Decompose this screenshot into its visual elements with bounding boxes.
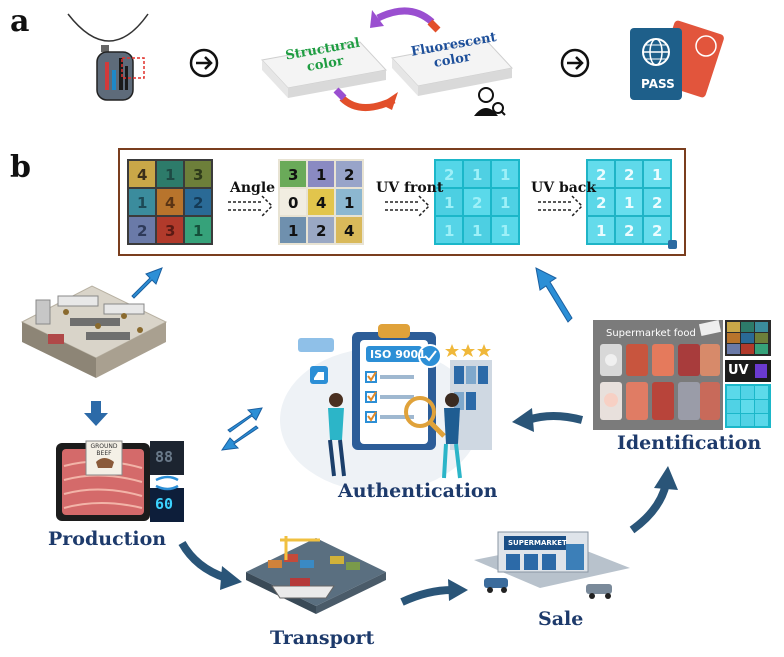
arrow-sale-to-identification xyxy=(629,466,678,534)
grid1-cell-3: 3 xyxy=(193,166,204,184)
angle-label: Angle xyxy=(230,180,276,196)
grid1-cell-7: 2 xyxy=(137,222,148,240)
sale-label: Sale xyxy=(538,608,584,630)
grid-structural-angle1 xyxy=(278,159,364,245)
grid4-cell-7: 1 xyxy=(596,222,607,240)
grid4-cell-4: 2 xyxy=(596,194,607,212)
arrow-transport-to-sale xyxy=(400,579,468,606)
grid2-cell-4: 0 xyxy=(288,194,299,212)
grid-uv-front xyxy=(434,159,520,245)
grid1-cell-4: 1 xyxy=(137,194,148,212)
grid1-cell-2: 1 xyxy=(165,166,176,184)
grid1-cell-5: 4 xyxy=(165,194,176,212)
grid2-cell-8: 2 xyxy=(316,222,327,240)
grid2-cell-5: 4 xyxy=(316,194,327,212)
display-top-digits: 88 xyxy=(155,448,174,466)
transport-label: Transport xyxy=(270,627,375,649)
arrow-identification-to-auth xyxy=(512,408,584,432)
production-label: Production xyxy=(48,528,167,550)
meat-tag-text: GROUND BEEF xyxy=(90,443,118,457)
tag-necklace-icon xyxy=(67,13,149,101)
grid4-cell-5: 1 xyxy=(624,194,635,212)
grid-structural-angle0 xyxy=(127,159,213,245)
fluorescent-color-slab xyxy=(391,39,513,96)
grid2-cell-1: 3 xyxy=(288,166,299,184)
grid4-cell-1: 2 xyxy=(596,166,607,184)
authentication-label: Authentication xyxy=(338,480,498,502)
grid3-cell-6: 1 xyxy=(500,194,511,212)
id-grid-visible xyxy=(725,320,771,356)
grid1-cell-8: 3 xyxy=(165,222,176,240)
identification-label: Identification xyxy=(617,432,762,454)
arrow-right-circle-icon xyxy=(189,48,219,78)
grid3-cell-8: 1 xyxy=(472,222,483,240)
grid4-cell-6: 2 xyxy=(652,194,663,212)
supermarket-food-text: Supermarket food xyxy=(606,328,696,339)
id-grid-uv xyxy=(725,384,771,428)
grid3-cell-1: 2 xyxy=(444,166,455,184)
arrow-right-circle-icon-2 xyxy=(560,48,590,78)
grid3-cell-7: 1 xyxy=(444,222,455,240)
grid3-cell-5: 2 xyxy=(472,194,483,212)
passport-icon xyxy=(630,20,724,100)
iso-9001-text: ISO 9001 xyxy=(370,348,426,361)
dashed-arrow-uv-front xyxy=(385,195,431,217)
arrow-production-to-transport xyxy=(178,540,242,590)
structural-color-slab xyxy=(261,41,387,98)
grid3-cell-4: 1 xyxy=(444,194,455,212)
supermarket-food-photo xyxy=(593,320,723,430)
swap-arrow-bottom-icon xyxy=(333,87,398,111)
grid1-cell-9: 1 xyxy=(193,222,204,240)
panel-letter-a: a xyxy=(10,4,30,39)
swap-arrow-top-icon xyxy=(370,7,441,33)
grid3-cell-2: 1 xyxy=(472,166,483,184)
grid2-cell-2: 1 xyxy=(316,166,327,184)
arrow-double-production-auth xyxy=(220,407,263,451)
arrow-to-strip-from-identification xyxy=(535,267,573,323)
grid4-cell-2: 2 xyxy=(624,166,635,184)
panel-letter-b: b xyxy=(10,150,31,185)
grid-uv-back xyxy=(586,159,677,249)
uv-front-label: UV front xyxy=(376,180,444,196)
supermarket-icon xyxy=(474,531,630,599)
uv-back-label: UV back xyxy=(531,180,597,196)
uv-label: UV xyxy=(728,363,749,378)
grid1-cell-1: 4 xyxy=(137,166,148,184)
grid2-cell-3: 2 xyxy=(344,166,355,184)
meat-package-icon xyxy=(56,440,150,521)
pass-text: PASS xyxy=(641,77,675,91)
arrow-down-to-production xyxy=(84,401,108,426)
digital-display-icon xyxy=(150,441,184,522)
grid2-cell-9: 4 xyxy=(344,222,355,240)
grid4-cell-9: 2 xyxy=(652,222,663,240)
supermarket-sign-text: SUPERMARKET xyxy=(508,539,567,547)
port-transport-icon xyxy=(246,536,386,614)
grid1-cell-6: 2 xyxy=(193,194,204,212)
grid2-cell-6: 1 xyxy=(344,194,355,212)
grid2-cell-7: 1 xyxy=(288,222,299,240)
arrow-up-to-strip xyxy=(131,267,163,299)
dashed-arrow-angle xyxy=(228,195,274,217)
authentication-illustration xyxy=(280,324,492,492)
grid3-cell-9: 1 xyxy=(500,222,511,240)
inspector-user-icon xyxy=(474,87,506,116)
factory-icon xyxy=(20,285,168,378)
grid3-cell-3: 1 xyxy=(500,166,511,184)
display-bottom-digits: 60 xyxy=(155,495,174,513)
grid4-cell-3: 1 xyxy=(652,166,663,184)
dashed-arrow-uv-back xyxy=(538,195,584,217)
uv-flashlight-box xyxy=(725,360,771,382)
grid4-cell-8: 2 xyxy=(624,222,635,240)
